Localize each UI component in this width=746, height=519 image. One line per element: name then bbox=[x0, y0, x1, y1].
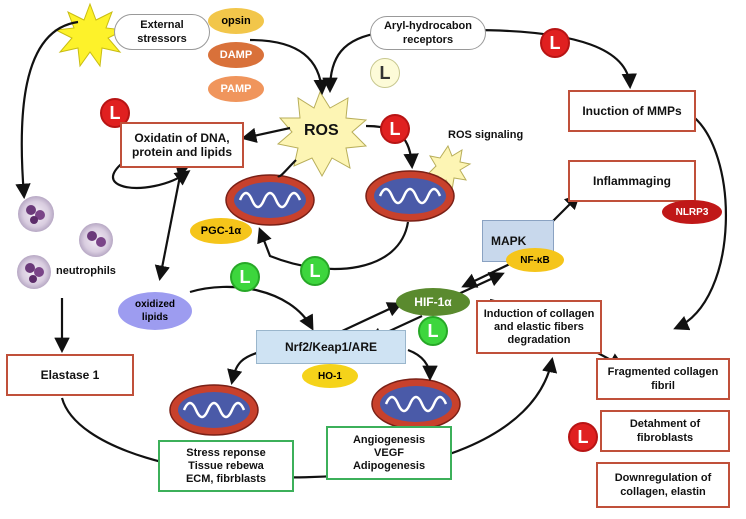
arrow-mapk-to-hif bbox=[461, 261, 515, 288]
ros-burst-icon bbox=[276, 90, 368, 178]
neutrophil-cell-1 bbox=[18, 196, 54, 232]
collagen-degradation-box: Induction of collagen and elastic fibers… bbox=[476, 300, 602, 354]
arrow-aryl-to-mmps bbox=[469, 28, 637, 90]
damp-pill: DAMP bbox=[208, 42, 264, 68]
arrow-elastase-to-degradation bbox=[60, 356, 558, 479]
neutrophils-label: neutrophils bbox=[56, 265, 116, 277]
downregulation-box: Downregulation of collagen, elastin bbox=[596, 462, 730, 508]
stress-response-box: Stress reponse Tissue rebewa ECM, fibrbl… bbox=[158, 440, 294, 492]
fragmented-collagen-box: Fragmented collagen fibril bbox=[596, 358, 730, 400]
inflammaging-box: Inflammaging bbox=[568, 160, 696, 202]
L-badge-red-top: L bbox=[540, 28, 570, 58]
ros-signaling-label: ROS signaling bbox=[448, 129, 524, 141]
pamp-pill: PAMP bbox=[208, 76, 264, 102]
L-badge-red-ros: L bbox=[380, 114, 410, 144]
nfkb-pill: NF-κB bbox=[506, 248, 564, 272]
mitochondrion-4 bbox=[371, 378, 461, 430]
arrow-nrf2-to-hif bbox=[339, 302, 403, 333]
aryl-receptors-box: Aryl-hydrocabon receptors bbox=[370, 16, 486, 50]
oxidized-lipids-pill: oxidized lipids bbox=[118, 292, 192, 330]
arrow-mito2-to-mito1-loop bbox=[257, 221, 410, 271]
ho1-pill: HO-1 bbox=[302, 364, 358, 388]
detachment-box: Detahment of fibroblasts bbox=[600, 410, 730, 452]
hif1a-pill: HIF-1α bbox=[396, 288, 470, 316]
arrow-ros-to-oxidation bbox=[240, 126, 291, 143]
arrow-nrf2-to-mito4 bbox=[407, 348, 438, 382]
arrow-lipids-to-nrf2 bbox=[189, 285, 314, 331]
L-badge-yellow: L bbox=[370, 58, 400, 88]
mitochondrion-2 bbox=[365, 170, 455, 222]
opsin-pill: opsin bbox=[208, 8, 264, 34]
oxidation-box: Oxidatin of DNA, protein and lipids bbox=[120, 122, 244, 168]
elastase-box: Elastase 1 bbox=[6, 354, 134, 396]
external-stressors-box: External stressors bbox=[114, 14, 210, 50]
arrow-opsin-to-ros bbox=[249, 38, 329, 96]
arrow-ros-to-mito1 bbox=[277, 159, 297, 178]
L-badge-red-left: L bbox=[100, 98, 130, 128]
mitochondrion-3 bbox=[169, 384, 259, 436]
arrow-stressors-to-neutrophils bbox=[15, 20, 79, 200]
arrow-mmps-to-degradation bbox=[673, 113, 728, 331]
mitochondrion-1 bbox=[225, 174, 315, 226]
ros-label: ROS bbox=[304, 122, 339, 139]
L-badge-red-detach: L bbox=[568, 422, 598, 452]
angiogenesis-box: Angiogenesis VEGF Adipogenesis bbox=[326, 426, 452, 480]
neutrophil-cell-2 bbox=[79, 223, 113, 257]
nrf2-box: Nrf2/Keap1/ARE bbox=[256, 330, 406, 364]
L-badge-green-lipids: L bbox=[230, 262, 260, 292]
neutrophil-cell-3 bbox=[17, 255, 51, 289]
L-badge-green-mito: L bbox=[300, 256, 330, 286]
nlrp3-pill: NLRP3 bbox=[662, 200, 722, 224]
arrow-oxidation-lipids-bidirectional bbox=[154, 162, 190, 282]
induction-mmps-box: Inuction of MMPs bbox=[568, 90, 696, 132]
L-badge-green-hif: L bbox=[418, 316, 448, 346]
sun-burst-icon bbox=[54, 2, 126, 68]
pgc1a-pill: PGC-1α bbox=[190, 218, 252, 244]
